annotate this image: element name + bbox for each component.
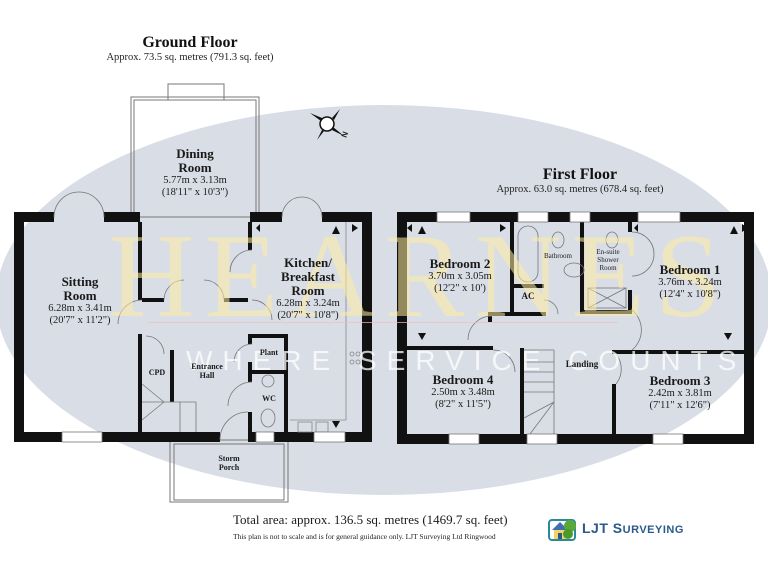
ground-floor-area: Approx. 73.5 sq. metres (791.3 sq. feet) [106,52,274,63]
room-bedroom-4: Bedroom 4 2.50m x 3.48m (8'2" x 11'5") [431,372,495,410]
label-ac: AC [521,291,535,301]
label-ensuite-shower-room: En-suite Shower Room [596,248,620,272]
compass-rose-icon [310,109,344,140]
label-storm-porch: Storm Porch [218,454,240,472]
disclaimer: This plan is not to scale and is for gen… [233,532,496,541]
label-landing: Landing [565,359,599,369]
house-tree-logo-icon [548,519,576,541]
room-dining-room: Dining Room 5.77m x 3.13m (18'11" x 10'3… [161,146,229,198]
room-bedroom-3: Bedroom 3 2.42m x 3.81m (7'11" x 12'6") [648,373,712,411]
watermark-rule [148,322,618,323]
label-plant: Plant [259,348,279,357]
room-bedroom-2: Bedroom 2 3.70m x 3.05m (12'2" x 10') [428,256,492,294]
room-sitting-room: Sitting Room 6.28m x 3.41m (20'7" x 11'2… [48,274,112,326]
ljt-surveying-brand: LJT SURVEYING [582,520,684,536]
first-floor-title: First Floor [542,166,618,183]
label-wc: WC [262,394,276,403]
ground-floor-heading: Ground Floor Approx. 73.5 sq. metres (79… [90,34,290,64]
total-area: Total area: approx. 136.5 sq. metres (14… [233,512,508,527]
watermark-tagline: WHERE SERVICE COUNTS [186,345,747,376]
first-floor-area: Approx. 63.0 sq. metres (678.4 sq. feet) [496,184,664,195]
label-bathroom: Bathroom [544,252,572,260]
room-bedroom-1: Bedroom 1 3.76m x 3.24m (12'4" x 10'8") [658,262,722,300]
first-floor-heading: First Floor Approx. 63.0 sq. metres (678… [480,166,680,196]
ground-floor-title: Ground Floor [142,34,238,51]
watermark-brand: HEARNES [108,209,732,342]
label-entrance-hall: Entrance Hall [191,362,223,380]
label-cpd: CPD [148,368,166,377]
room-kitchen-breakfast: Kitchen/ Breakfast Room 6.28m x 3.24m (2… [276,255,340,321]
